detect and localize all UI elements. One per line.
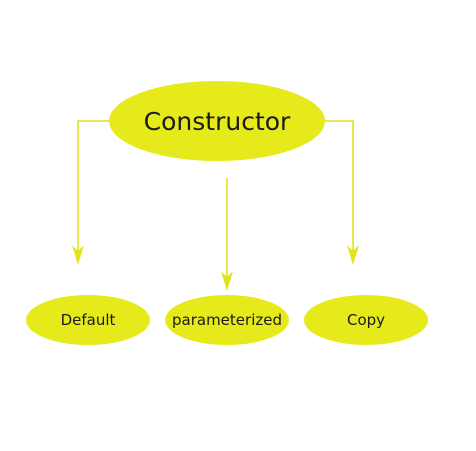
child-node-copy: Copy (304, 295, 428, 345)
child-node-default-shape (26, 295, 150, 345)
arrowhead-parameterized (221, 271, 233, 291)
child-node-parameterized: parameterized (165, 295, 289, 345)
root-node: Constructor (109, 81, 325, 161)
arrowheads (72, 245, 359, 291)
connector-to-copy (322, 120, 354, 254)
connector-to-default (77, 120, 113, 254)
root-node-label: Constructor (144, 107, 291, 136)
child-node-copy-shape (304, 295, 428, 345)
child-node-parameterized-label: parameterized (172, 311, 282, 329)
arrowhead-copy (347, 245, 359, 265)
connectors (77, 120, 354, 279)
child-node-default-label: Default (61, 311, 116, 329)
arrowhead-default (72, 245, 84, 265)
child-node-parameterized-shape (165, 295, 289, 345)
child-node-default: Default (26, 295, 150, 345)
root-node-shape (109, 81, 325, 161)
child-node-copy-label: Copy (347, 311, 385, 329)
